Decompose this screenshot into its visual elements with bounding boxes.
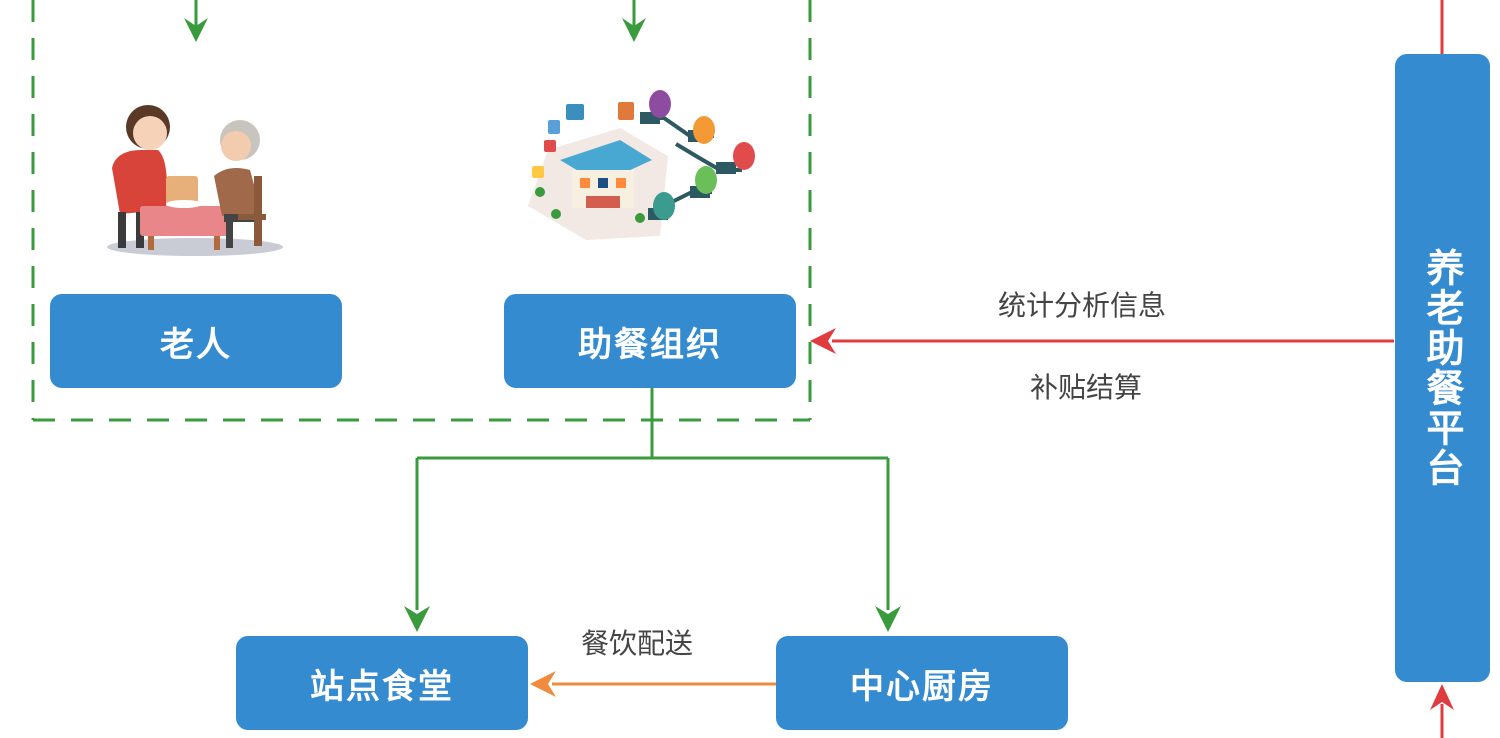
meal-org-branch-lines — [415, 388, 890, 610]
top-arrow-elderly — [184, 0, 208, 42]
node-meal-org: 助餐组织 — [504, 294, 796, 388]
kitchen-to-canteen-arrowhead — [530, 671, 556, 697]
node-elderly: 老人 — [50, 294, 342, 388]
smart-community-illustration — [528, 90, 755, 240]
edge-label-catering-delivery: 餐饮配送 — [581, 627, 694, 660]
node-central-kitchen: 中心厨房 — [776, 636, 1068, 730]
dashed-group-border — [31, 0, 812, 422]
platform-to-meal-org-arrowhead — [810, 328, 836, 354]
elderly-dining-illustration — [107, 105, 283, 256]
edge-label-subsidy-settlement: 补贴结算 — [1030, 371, 1143, 404]
arrow-to-station-canteen — [404, 606, 430, 632]
node-platform-label: 养老助餐平台 — [1420, 248, 1464, 488]
node-platform: 养老助餐平台 — [1395, 54, 1490, 682]
edge-label-stats-info: 统计分析信息 — [998, 289, 1167, 322]
top-arrow-meal-org — [622, 0, 646, 42]
node-station-canteen: 站点食堂 — [236, 636, 528, 730]
arrow-to-central-kitchen — [875, 606, 901, 632]
platform-bottom-arrowhead — [1430, 684, 1454, 710]
